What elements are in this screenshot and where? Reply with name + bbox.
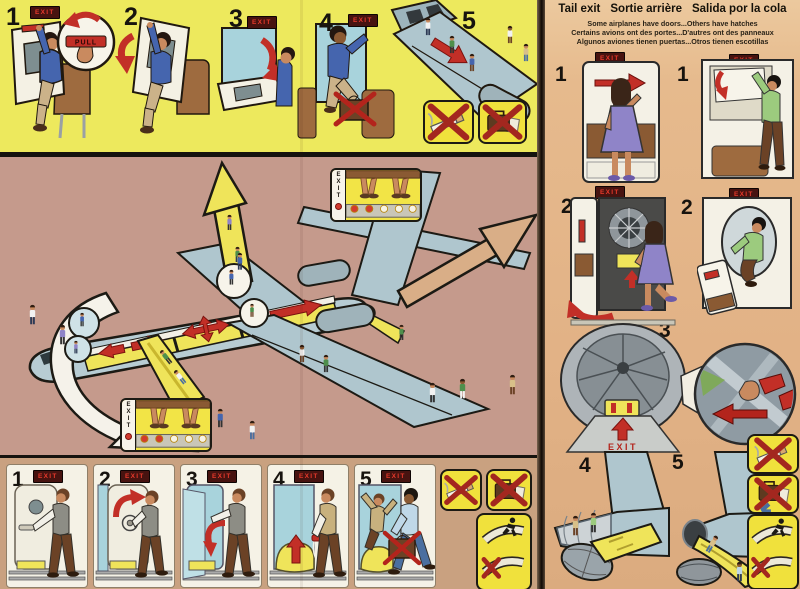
exit-sign: EXIT	[33, 470, 63, 483]
step-number: 3	[659, 319, 671, 342]
step-number: 2	[99, 468, 111, 491]
floor-lights-art	[346, 170, 420, 218]
exit-sign: EXIT	[30, 6, 60, 19]
step-number: 5	[360, 468, 372, 491]
door-step-panel: 1 EXIT	[6, 464, 88, 588]
no-smoking-icon	[747, 434, 799, 474]
step-number: 1	[6, 3, 20, 31]
exit-sign: EXIT	[247, 16, 277, 29]
exit-sign: EXIT	[207, 470, 237, 483]
aircraft-top-view	[28, 160, 537, 453]
step-number: 2	[124, 3, 138, 31]
tail-step4	[553, 451, 670, 582]
door-step4-art	[269, 484, 347, 581]
overwing-step1-art	[10, 20, 91, 139]
step-number: 3	[229, 5, 243, 33]
step-number: 1	[677, 63, 689, 86]
pull-label: PULL	[75, 40, 97, 47]
subtitle-en: Some airplanes have doors...Others have …	[587, 19, 758, 28]
door-step5-art	[356, 484, 435, 581]
door-step3-art	[182, 484, 260, 581]
tail-door-step1-art	[582, 61, 660, 183]
no-luggage-icon	[486, 469, 532, 511]
subtitle-es: Algunos aviones tienen puertas...Otros t…	[576, 37, 769, 46]
pull-handle-magnifier: PULL	[56, 11, 116, 72]
step-number: 2	[561, 195, 573, 218]
step-number: 2	[681, 196, 693, 219]
step-number: 5	[672, 451, 684, 474]
exit-light-dot	[335, 203, 342, 210]
left-page: PULL	[0, 0, 537, 589]
step-number: 4	[579, 454, 591, 477]
door-step-panel: 3 EXIT	[180, 464, 262, 588]
door-step1-art	[8, 484, 86, 581]
step-number: 1	[12, 468, 24, 491]
exit-sign: EXIT	[294, 470, 324, 483]
step-number: 5	[462, 7, 476, 35]
exit-sign: EXIT	[381, 470, 411, 483]
no-luggage-icon	[478, 100, 527, 144]
exit-highlight-circles	[64, 263, 269, 363]
tail-hatch-step1-art	[701, 59, 794, 179]
no-luggage-no-heels-icon	[747, 474, 799, 514]
exit-light-dot	[125, 433, 132, 440]
subtitle-fr: Certains avions ont des portes...D'autre…	[571, 28, 774, 37]
tail-hatch-step2-art	[697, 197, 792, 316]
step-number: 4	[273, 468, 285, 491]
overwing-exit-sequence: PULL	[0, 0, 537, 157]
exit-floor-marking: EXIT	[608, 442, 638, 452]
exit-sign: EXIT	[120, 470, 150, 483]
step-number: 1	[555, 63, 567, 86]
tail-route-arrow	[396, 213, 537, 309]
page-fold	[537, 0, 545, 589]
overwing-step2-art	[115, 16, 210, 134]
main-door-exit-sequence: 1 EXIT 2	[0, 455, 537, 589]
forward-slide	[136, 333, 206, 413]
tail-door-step2-art	[567, 197, 677, 323]
jump-onto-slide-icon	[476, 513, 532, 589]
no-smoking-icon	[423, 100, 474, 144]
door-step-panel: 2 EXIT	[93, 464, 175, 588]
door-step2-art	[95, 484, 173, 581]
no-smoking-icon	[440, 469, 482, 511]
page-crease	[300, 0, 303, 589]
door-step-panel: 5 EXIT	[354, 464, 436, 588]
exit-sign: EXIT	[348, 14, 378, 27]
step-number: 3	[186, 468, 198, 491]
door-step-panel: 4 EXIT	[267, 464, 349, 588]
floor-lights-art	[136, 400, 210, 448]
step-number: 4	[319, 9, 333, 37]
tailcone-step3-art: EXIT	[560, 319, 797, 453]
jump-onto-slide-icon	[747, 514, 799, 589]
overwing-step4-art	[297, 23, 395, 139]
overwing-step3-art	[216, 27, 295, 112]
overwing-sequence-illustration: PULL	[10, 0, 537, 139]
